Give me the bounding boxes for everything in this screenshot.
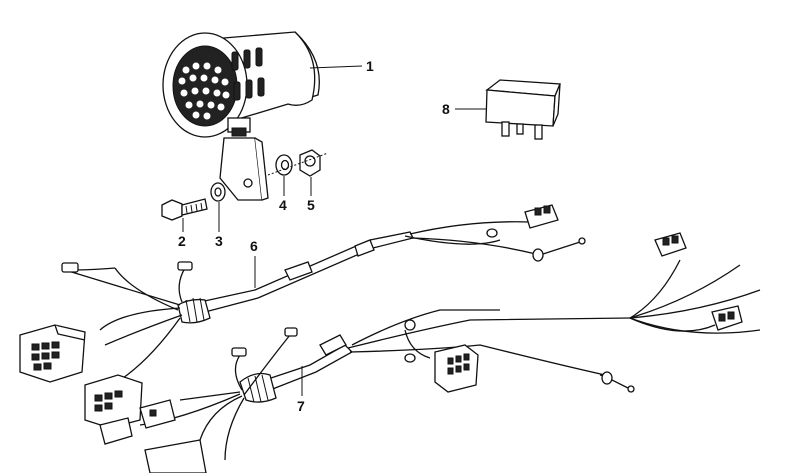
washer (210, 182, 226, 202)
callout-7: 7 (297, 366, 305, 414)
callout-1: 1 (309, 58, 374, 74)
bolt (161, 198, 208, 221)
lock-washer (275, 154, 293, 176)
callout-5: 5 (307, 177, 315, 213)
callout-3: 3 (215, 202, 223, 249)
connector-block-left (19, 324, 86, 383)
nut (299, 149, 321, 177)
horn (162, 31, 320, 138)
wiring-harness-7 (139, 232, 761, 461)
connector-block-lower-left (84, 374, 207, 473)
callout-2: 2 (178, 218, 186, 249)
callout-3-label: 3 (215, 233, 223, 249)
callout-5-label: 5 (307, 197, 315, 213)
callout-2-label: 2 (178, 233, 186, 249)
callout-6: 6 (250, 238, 258, 288)
relay (485, 79, 561, 140)
callout-4: 4 (279, 176, 287, 213)
mounting-bracket (219, 137, 269, 201)
wiring-harness-6 (61, 204, 586, 381)
callout-4-label: 4 (279, 197, 287, 213)
callout-6-label: 6 (250, 238, 258, 254)
callout-8-label: 8 (442, 101, 450, 117)
callout-7-label: 7 (297, 398, 305, 414)
callout-1-label: 1 (366, 58, 374, 74)
callout-8: 8 (442, 101, 487, 117)
